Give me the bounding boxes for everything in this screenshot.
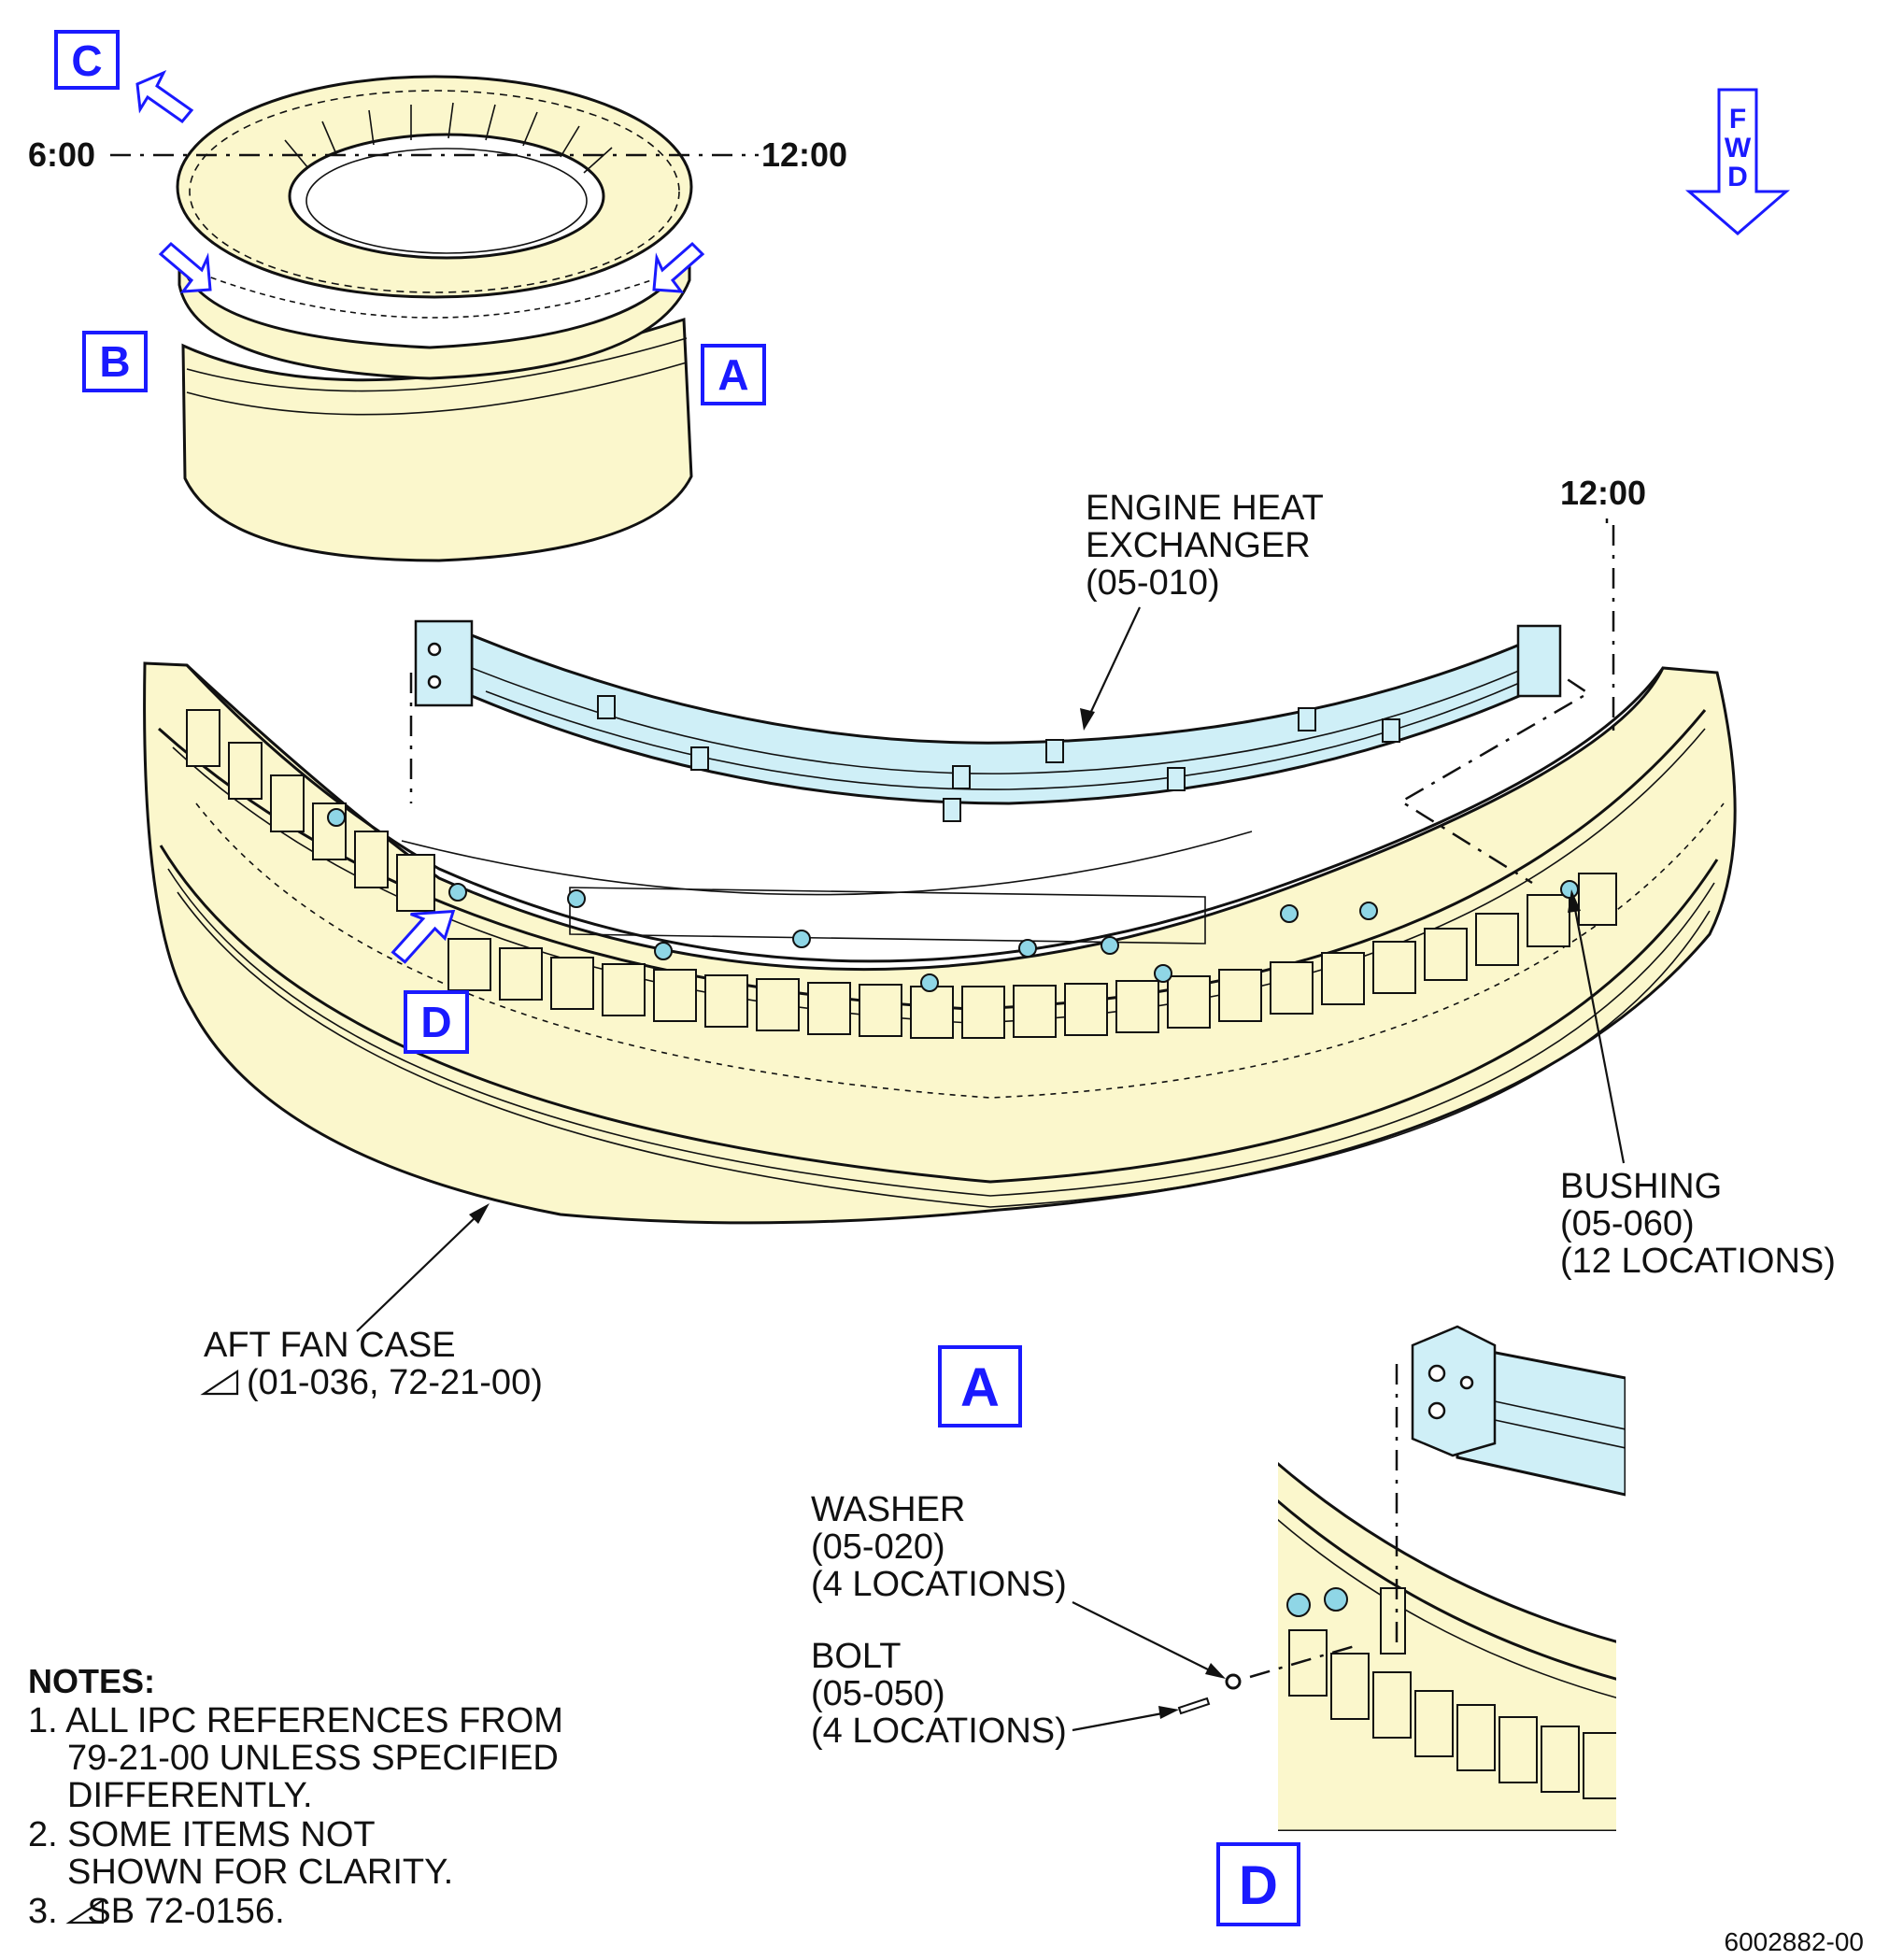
leader-aft-fan-case (356, 1214, 479, 1332)
label-6-00: 6:00 (28, 135, 95, 174)
exchanger-bracket-left (414, 619, 474, 707)
leader-bushing (1572, 903, 1626, 1164)
svg-text:(4 LOCATIONS): (4 LOCATIONS) (811, 1711, 1067, 1751)
engine-overview: 6:00 12:00 (28, 75, 847, 562)
svg-text:(05-050): (05-050) (811, 1674, 945, 1713)
svg-text:A: A (960, 1357, 1000, 1418)
svg-text:AFT FAN CASE: AFT FAN CASE (204, 1326, 456, 1365)
bolt-part (1177, 1697, 1211, 1715)
note-1-line-2: 79-21-00 UNLESS SPECIFIED (67, 1739, 559, 1778)
leader-bolt-head (1158, 1706, 1179, 1719)
bushings (327, 808, 1579, 992)
svg-text:A: A (717, 350, 748, 399)
label-aft-fan-case: AFT FAN CASE (01-036, 72-21-00) (200, 1326, 543, 1402)
fwd-arrow-icon: F W D (1684, 88, 1791, 235)
note-3-triangle-icon (65, 1897, 105, 1924)
view-a-title: A (938, 1345, 1022, 1427)
overview-drum (181, 317, 693, 562)
svg-text:BOLT: BOLT (811, 1637, 901, 1676)
label-12-00-view-a: 12:00 (1560, 474, 1646, 512)
view-tag-d[interactable]: D (404, 990, 469, 1054)
leader-bolt (1072, 1710, 1173, 1732)
leader-aft-fan-case-head (469, 1203, 490, 1224)
svg-text:(4 LOCATIONS): (4 LOCATIONS) (811, 1565, 1067, 1604)
svg-text:(05-020): (05-020) (811, 1527, 945, 1567)
label-12-00: 12:00 (761, 135, 847, 174)
label-bolt: BOLT (05-050) (4 LOCATIONS) (811, 1637, 1067, 1751)
note-1-line-3: DIFFERENTLY. (67, 1776, 313, 1815)
svg-text:(05-010): (05-010) (1086, 563, 1220, 603)
svg-text:B: B (99, 337, 130, 386)
svg-text:WASHER: WASHER (811, 1490, 965, 1529)
leader-washer-head (1205, 1663, 1226, 1679)
view-tag-a[interactable]: A (701, 344, 766, 405)
view-tag-c[interactable]: C (54, 30, 120, 90)
arrow-c-icon (135, 70, 194, 124)
notes-heading: NOTES: (28, 1662, 155, 1700)
svg-text:ENGINE HEAT: ENGINE HEAT (1086, 489, 1324, 528)
view-tag-b[interactable]: B (82, 331, 148, 392)
note-2-line-1: 2. SOME ITEMS NOT (28, 1815, 376, 1854)
leader-washer (1072, 1601, 1220, 1676)
fwd-letter-f: F (1729, 104, 1746, 135)
svg-text:BUSHING: BUSHING (1560, 1167, 1722, 1206)
exchanger-clips (597, 695, 1400, 822)
fwd-letter-d: D (1727, 162, 1748, 192)
note-3: 3. SB 72-0156. (28, 1892, 285, 1931)
engine-heat-exchanger (414, 619, 1562, 822)
detail-bracket (1411, 1325, 1497, 1457)
view-d-detail (1177, 1325, 1626, 1831)
arrow-d-icon (391, 909, 456, 964)
notes-block: NOTES: 1. ALL IPC REFERENCES FROM 79-21-… (28, 1662, 563, 1931)
overview-vanes (284, 102, 613, 174)
overview-inner-opening (288, 133, 605, 260)
svg-text:(12 LOCATIONS): (12 LOCATIONS) (1560, 1242, 1836, 1281)
leader-heat-exchanger (1087, 606, 1141, 718)
view-d-title: D (1216, 1842, 1300, 1926)
leader-heat-exchanger-head (1080, 708, 1095, 731)
callout-arrows-overview (135, 70, 705, 293)
aft-fan-case-body (143, 661, 1737, 1225)
svg-text:EXCHANGER: EXCHANGER (1086, 526, 1311, 565)
arrow-a-icon (652, 241, 705, 293)
arrow-b-icon (158, 241, 212, 293)
exchanger-bracket-right (1516, 624, 1562, 698)
svg-text:D: D (1239, 1855, 1278, 1916)
svg-text:(05-060): (05-060) (1560, 1204, 1695, 1243)
washer-part (1225, 1673, 1242, 1690)
triangle-note-icon (200, 1369, 239, 1396)
label-heat-exchanger: ENGINE HEAT EXCHANGER (05-010) (1086, 489, 1324, 603)
label-washer: WASHER (05-020) (4 LOCATIONS) (811, 1490, 1067, 1604)
leader-bushing-head (1568, 889, 1581, 913)
note-2-line-2: SHOWN FOR CLARITY. (67, 1853, 453, 1892)
aft-fan-case (143, 661, 1737, 1225)
svg-text:D: D (420, 998, 451, 1046)
note-1-line-1: 1. ALL IPC REFERENCES FROM (28, 1701, 563, 1740)
figure-number: 6002882-00 (1725, 1927, 1864, 1956)
fwd-letter-w: W (1725, 133, 1752, 163)
svg-text:(01-036, 72-21-00): (01-036, 72-21-00) (247, 1363, 543, 1402)
svg-text:C: C (71, 36, 102, 85)
label-bushing: BUSHING (05-060) (12 LOCATIONS) (1560, 1167, 1836, 1281)
case-panels (186, 709, 1617, 1039)
install-lines-a (409, 525, 1615, 885)
